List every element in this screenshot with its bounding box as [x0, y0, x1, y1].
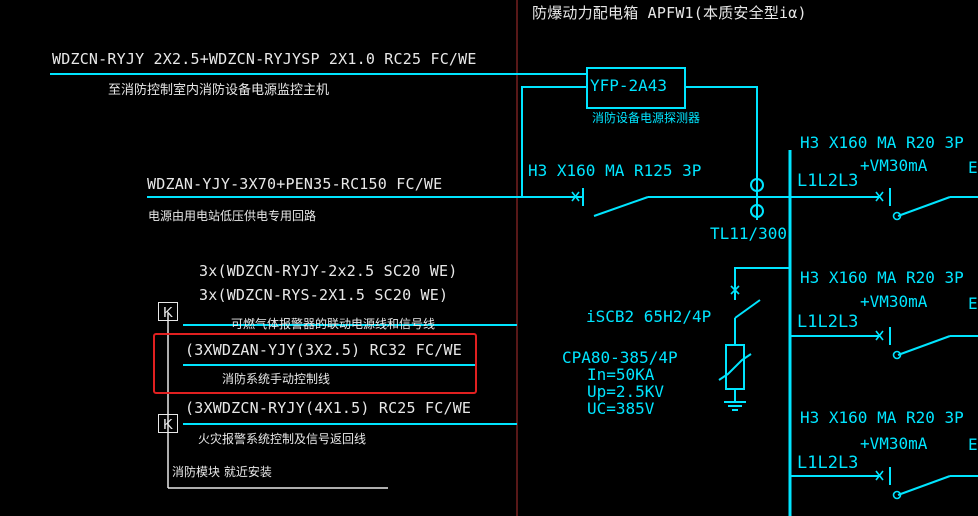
branch-3-phases: L1L2L3: [797, 453, 859, 473]
branch-3-rcd: +VM30mA: [860, 434, 928, 453]
gas-cable-desc: 可燃气体报警器的联动电源线和信号线: [231, 317, 436, 331]
k-module-box-1[interactable]: K: [158, 302, 178, 321]
power-cable-spec: WDZAN-YJY-3X70+PEN35-RC150 FC/WE: [147, 175, 443, 193]
detector-model: YFP-2A43: [590, 76, 668, 95]
branch-1-phases: L1L2L3: [797, 171, 859, 191]
branch-1-edge-label: E: [968, 158, 978, 177]
spd-breaker-contact: [734, 299, 761, 319]
spd-varistor-stroke: [718, 353, 752, 381]
branch-2-rcd: +VM30mA: [860, 292, 928, 311]
fire-cable-spec: (3XWDZCN-RYJY(4X1.5) RC25 FC/WE: [185, 399, 472, 417]
branch-1-breaker-spec: H3 X160 MA R20 3P: [800, 133, 964, 152]
monitor-cable-spec: WDZCN-RYJY 2X2.5+WDZCN-RYJYSP 2X1.0 RC25…: [52, 50, 477, 68]
branch-1-contact-dot: [892, 211, 902, 221]
branch-2-contact-dot: [892, 350, 902, 360]
gas-cable-spec-2: 3x(WDZCN-RYS-2X1.5 SC20 WE): [199, 286, 449, 304]
spd-breaker-x-mark: [730, 285, 740, 295]
branch-2-contact: [897, 335, 951, 356]
main-breaker-spec: H3 X160 MA R125 3P: [528, 161, 702, 180]
k-module-box-2[interactable]: K: [158, 414, 178, 433]
detector-right-lead: [685, 86, 758, 178]
fire-cable-desc: 火灾报警系统控制及信号返回线: [198, 432, 367, 446]
manual-cable-spec: (3XWDZAN-YJY(3X2.5) RC32 FC/WE: [185, 341, 462, 359]
spd-up-rating: Up=2.5KV: [587, 382, 665, 401]
power-cable-desc: 电源由用电站低压供电专用回路: [148, 209, 317, 223]
spd-tap-line: [734, 267, 790, 300]
manual-cable-desc: 消防系统手动控制线: [222, 372, 331, 386]
monitor-cable-desc: 至消防控制室内消防设备电源监控主机: [108, 83, 330, 98]
spd-breaker-spec: iSCB2 65H2/4P: [586, 307, 712, 326]
branch-3-x-mark: [875, 470, 884, 481]
branch-1-rcd: +VM30mA: [860, 156, 928, 175]
ct-label: TL11/300: [710, 224, 788, 243]
branch-2-breaker-spec: H3 X160 MA R20 3P: [800, 268, 964, 287]
branch-1-x-mark: [875, 191, 884, 202]
detector-desc: 消防设备电源探测器: [592, 111, 701, 125]
spd-model: CPA80-385/4P: [562, 348, 678, 367]
branch-3-contact: [897, 475, 951, 496]
branch-1-contact: [897, 196, 951, 217]
branch-2-x-mark: [875, 330, 884, 341]
detector-left-lead: [521, 86, 587, 197]
branch-3-breaker-spec: H3 X160 MA R20 3P: [800, 408, 964, 427]
main-breaker-contact: [593, 196, 649, 217]
spd-uc-rating: UC=385V: [587, 399, 655, 418]
branch-3-edge-label: E: [968, 435, 978, 454]
branch-2-edge-label: E: [968, 294, 978, 313]
module-install-note: 消防模块 就近安装: [172, 465, 272, 479]
panel-title: 防爆动力配电箱 APFW1(本质安全型iα): [532, 4, 807, 22]
branch-3-contact-dot: [892, 490, 902, 500]
gas-cable-spec-1: 3x(WDZCN-RYJY-2x2.5 SC20 WE): [199, 262, 458, 280]
spd-in-rating: In=50KA: [587, 365, 655, 384]
main-breaker-x-mark: [571, 191, 580, 202]
branch-2-phases: L1L2L3: [797, 312, 859, 332]
highlight-box: [153, 333, 477, 394]
